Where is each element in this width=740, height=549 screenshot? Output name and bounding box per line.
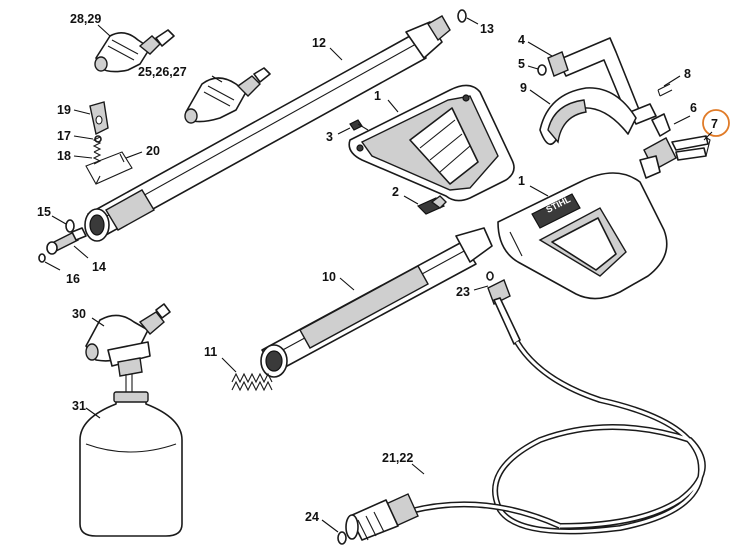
label-18: 18 [57,149,71,163]
highlight-ring-7 [702,109,730,137]
label-15: 15 [37,205,51,219]
valve-6[interactable] [639,113,677,179]
label-7: 7 [711,117,718,131]
label-28-29: 28,29 [70,12,101,26]
label-8: 8 [684,67,691,81]
label-16: 16 [66,272,80,286]
label-12: 12 [312,36,326,50]
nozzle-25-26-27[interactable] [184,67,271,124]
label-10: 10 [322,270,336,284]
label-13: 13 [480,22,494,36]
o-ring-5[interactable] [537,64,547,76]
o-ring-23[interactable] [486,271,494,281]
tube-10[interactable] [260,227,493,378]
label-11: 11 [204,345,217,359]
label-23: 23 [456,285,470,299]
label-2: 2 [392,185,399,199]
bottle-31[interactable] [79,391,183,537]
clip-8[interactable] [657,83,673,97]
label-3: 3 [326,130,333,144]
label-14: 14 [92,260,106,274]
spray-lance-12[interactable] [84,15,451,242]
label-31: 31 [72,399,86,413]
spring-18[interactable] [92,136,102,165]
o-ring-13[interactable] [457,9,467,23]
screw-3[interactable] [349,119,369,131]
label-25-26-27: 25,26,27 [138,65,187,79]
label-19: 19 [57,103,71,117]
label-9: 9 [520,81,527,95]
label-30: 30 [72,307,86,321]
label-20: 20 [146,144,160,158]
o-ring-15[interactable] [65,219,75,233]
label-1-grip: 1 [518,174,525,188]
label-24: 24 [305,510,319,524]
hose-21-22[interactable] [345,279,706,541]
foam-nozzle-30[interactable] [85,303,171,396]
label-4: 4 [518,33,525,47]
handle-grip-1[interactable] [497,172,668,300]
clip-19[interactable] [89,101,109,136]
housing-half-1-top[interactable] [348,84,515,202]
o-ring-24[interactable] [337,531,347,545]
label-6: 6 [690,101,697,115]
bracket-20[interactable] [85,151,133,185]
label-5: 5 [518,57,525,71]
pin-7[interactable] [671,135,711,161]
o-ring-16[interactable] [38,253,46,263]
label-17: 17 [57,129,71,143]
nozzle-28-29[interactable] [94,29,175,73]
connector-14[interactable] [46,227,87,255]
spring-11[interactable] [231,372,273,392]
label-1-top: 1 [374,89,381,103]
trigger-lock-2[interactable] [416,195,447,215]
label-21-22: 21,22 [382,451,413,465]
trigger-9[interactable] [539,87,637,146]
